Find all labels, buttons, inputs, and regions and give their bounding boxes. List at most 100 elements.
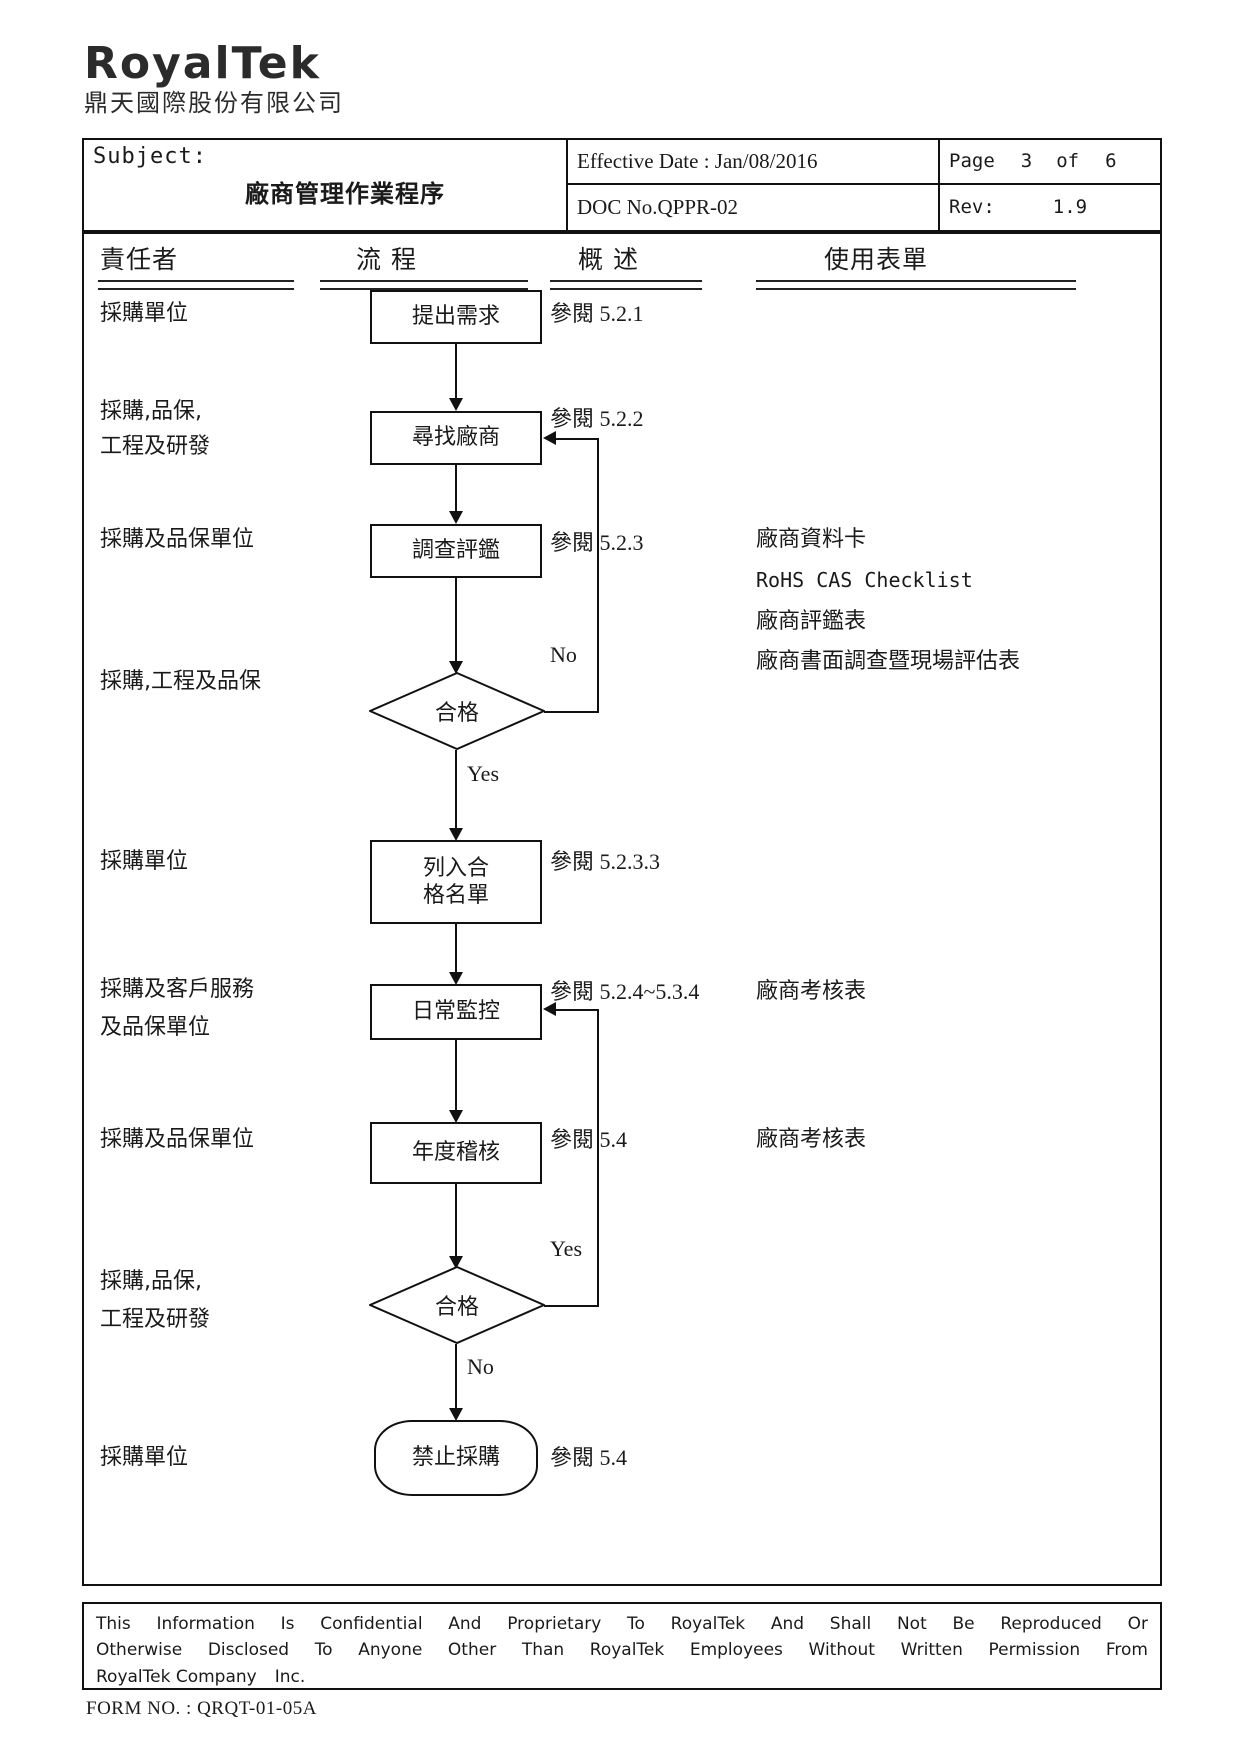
connector-5-6	[455, 924, 457, 974]
company-chinese-name: 鼎天國際股份有限公司	[84, 89, 344, 117]
arrow-3-d1	[449, 661, 463, 674]
column-header-responsible: 責任者	[100, 245, 179, 274]
responsible-row-8-line2: 工程及研發	[100, 1307, 211, 1332]
column-header-process: 流 程	[356, 245, 417, 274]
company-logo-text: RoyalTek	[84, 38, 321, 89]
column-header-forms: 使用表單	[824, 245, 929, 274]
foot1-w6: Proprietary	[507, 1614, 602, 1634]
decision-node-qualified-2: 合格	[369, 1266, 545, 1344]
responsible-row-4: 採購,工程及品保	[100, 669, 261, 694]
no1-h-out	[544, 711, 598, 713]
foot1-w9: And	[770, 1614, 805, 1634]
foot2-w9: Without	[808, 1640, 875, 1661]
foot1-w4: Confidential	[320, 1614, 423, 1634]
revision-cell: Rev: 1.9	[940, 185, 1162, 230]
form-item-supplier-assessment-form: 廠商評鑑表	[756, 609, 867, 634]
flowchart-frame: 責任者 流 程 概 述 使用表單 採購單位 提出需求 參閱 5.2.1 採購,品…	[82, 232, 1162, 1586]
responsible-row-6-line1: 採購及客戶服務	[100, 977, 255, 1002]
connector-3-d1	[455, 578, 457, 663]
foot2-w12: From	[1105, 1640, 1148, 1661]
yes2-arrow	[543, 1002, 556, 1016]
foot2-w4: Anyone	[358, 1640, 423, 1661]
foot2-w7: RoyalTek	[589, 1640, 665, 1661]
connector-1-2	[455, 344, 457, 400]
foot1-w2: Information	[156, 1614, 255, 1634]
foot3-w1: RoyalTek Company	[96, 1666, 257, 1687]
rule-process	[320, 280, 528, 290]
page-label: Page	[949, 149, 995, 172]
foot1-w7: To	[627, 1614, 645, 1634]
column-header-summary: 概 述	[578, 245, 639, 274]
foot2-w10: Written	[900, 1640, 963, 1661]
decision-diamond-shape-2	[369, 1266, 545, 1344]
yes2-h-out	[544, 1305, 598, 1307]
arrow-1-2	[449, 398, 463, 411]
page-total: 6	[1105, 149, 1117, 172]
foot1-w12: Be	[952, 1614, 975, 1634]
foot1-w8: RoyalTek	[670, 1614, 746, 1634]
page-cell: Page 3 of 6	[940, 140, 1162, 185]
foot2-w3: To	[314, 1640, 333, 1661]
foot2-w11: Permission	[988, 1640, 1081, 1661]
responsible-row-1: 採購單位	[100, 301, 189, 326]
yes2-h-in	[556, 1009, 599, 1011]
foot1-w5: And	[448, 1614, 482, 1634]
responsible-row-2-line2: 工程及研發	[100, 434, 211, 459]
arrow-2-3	[449, 511, 463, 524]
foot2-w8: Employees	[689, 1640, 783, 1661]
effective-date-cell: Effective Date : Jan/08/2016	[568, 140, 940, 185]
connector-d2-9	[455, 1344, 457, 1410]
summary-row-1: 參閱 5.2.1	[550, 301, 644, 326]
confidentiality-notice: This Information Is Confidential And Pro…	[82, 1602, 1162, 1690]
page-number: 3	[1020, 149, 1033, 172]
foot1-w3: Is	[280, 1614, 295, 1634]
decision-node-qualified-1: 合格	[369, 672, 545, 750]
foot3-w2: Inc.	[274, 1666, 306, 1687]
responsible-row-9: 採購單位	[100, 1445, 189, 1470]
document-header-table: Subject: 廠商管理作業程序 Effective Date : Jan/0…	[82, 138, 1162, 232]
foot1-w14: Or	[1127, 1614, 1148, 1634]
responsible-row-2-line1: 採購,品保,	[100, 399, 202, 424]
form-item-supplier-data-card: 廠商資料卡	[756, 527, 867, 552]
confidentiality-line-2: Otherwise Disclosed To Anyone Other Than…	[96, 1637, 1148, 1663]
form-item-supplier-appraisal-form-2: 廠商考核表	[756, 1127, 867, 1152]
responsible-row-7: 採購及品保單位	[100, 1127, 255, 1152]
foot1-w13: Reproduced	[1000, 1614, 1102, 1634]
foot1-w11: Not	[896, 1614, 927, 1634]
foot2-w1: Otherwise	[96, 1640, 183, 1661]
rule-summary	[550, 280, 702, 290]
form-number: FORM NO. : QRQT-01-05A	[86, 1698, 317, 1719]
confidentiality-line-1: This Information Is Confidential And Pro…	[96, 1611, 1148, 1637]
brand-logo-block: RoyalTek 鼎天國際股份有限公司	[84, 38, 504, 117]
subject-cell: Subject: 廠商管理作業程序	[84, 140, 568, 230]
arrow-d1-5	[449, 828, 463, 841]
connector-7-d2	[455, 1184, 457, 1258]
arrow-5-6	[449, 972, 463, 985]
process-node-find-supplier: 尋找廠商	[370, 411, 542, 465]
no1-v-up	[597, 438, 599, 713]
confidentiality-line-3: RoyalTek Company Inc.	[96, 1664, 1148, 1690]
foot2-w6: Than	[521, 1640, 565, 1661]
approved-list-line-2: 格名單	[422, 883, 489, 908]
process-node-submit-request: 提出需求	[370, 290, 542, 344]
process-node-survey-assessment: 調查評鑑	[370, 524, 542, 578]
approved-list-line-1: 列入合	[422, 855, 489, 881]
rule-forms	[756, 280, 1076, 290]
doc-number-cell: DOC No.QPPR-02	[568, 185, 940, 230]
form-item-supplier-written-onsite-form: 廠商書面調查暨現場評估表	[756, 649, 1021, 674]
foot1-w1: This	[96, 1614, 131, 1634]
no1-arrow	[543, 431, 556, 445]
summary-row-3: 參閱 5.2.3	[550, 530, 644, 555]
branch-label-no-2: No	[467, 1354, 494, 1379]
process-node-annual-audit: 年度稽核	[370, 1122, 542, 1184]
effective-date-text: Effective Date : Jan/08/2016	[577, 149, 818, 174]
revision-value: 1.9	[1052, 195, 1088, 218]
summary-row-2: 參閱 5.2.2	[550, 406, 644, 431]
branch-label-yes-2: Yes	[550, 1236, 583, 1261]
responsible-row-8-line1: 採購,品保,	[100, 1269, 202, 1294]
arrow-d2-9	[449, 1408, 463, 1421]
responsible-row-3: 採購及品保單位	[100, 527, 255, 552]
doc-number-text: DOC No.QPPR-02	[577, 195, 739, 220]
page-of-label: of	[1056, 149, 1080, 172]
connector-2-3	[455, 465, 457, 513]
